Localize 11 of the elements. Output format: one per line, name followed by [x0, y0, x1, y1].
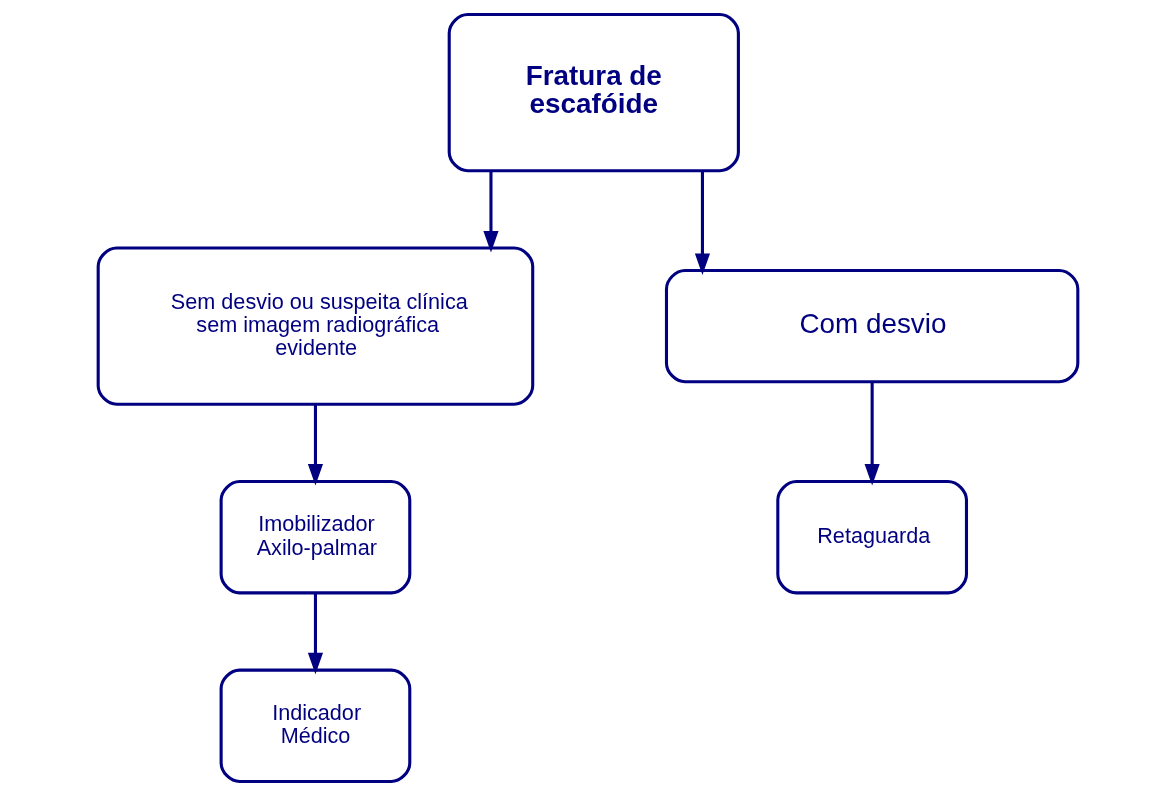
arrow: [482, 171, 499, 253]
node-box: Indicador Médico: [219, 668, 411, 784]
node-box: Retaguarda: [775, 479, 968, 595]
arrow: [864, 382, 880, 486]
node-box: Com desvio: [664, 268, 1079, 384]
node-box: Imobilizador Axilo-palmar: [219, 479, 411, 595]
arrow: [307, 593, 323, 675]
node-box: Fratura de escafóide: [447, 12, 740, 173]
arrow: [307, 404, 323, 486]
arrow: [694, 171, 710, 276]
node-box: Sem desvio ou suspeita clínica sem imagem radiográfica evidente: [96, 246, 534, 406]
